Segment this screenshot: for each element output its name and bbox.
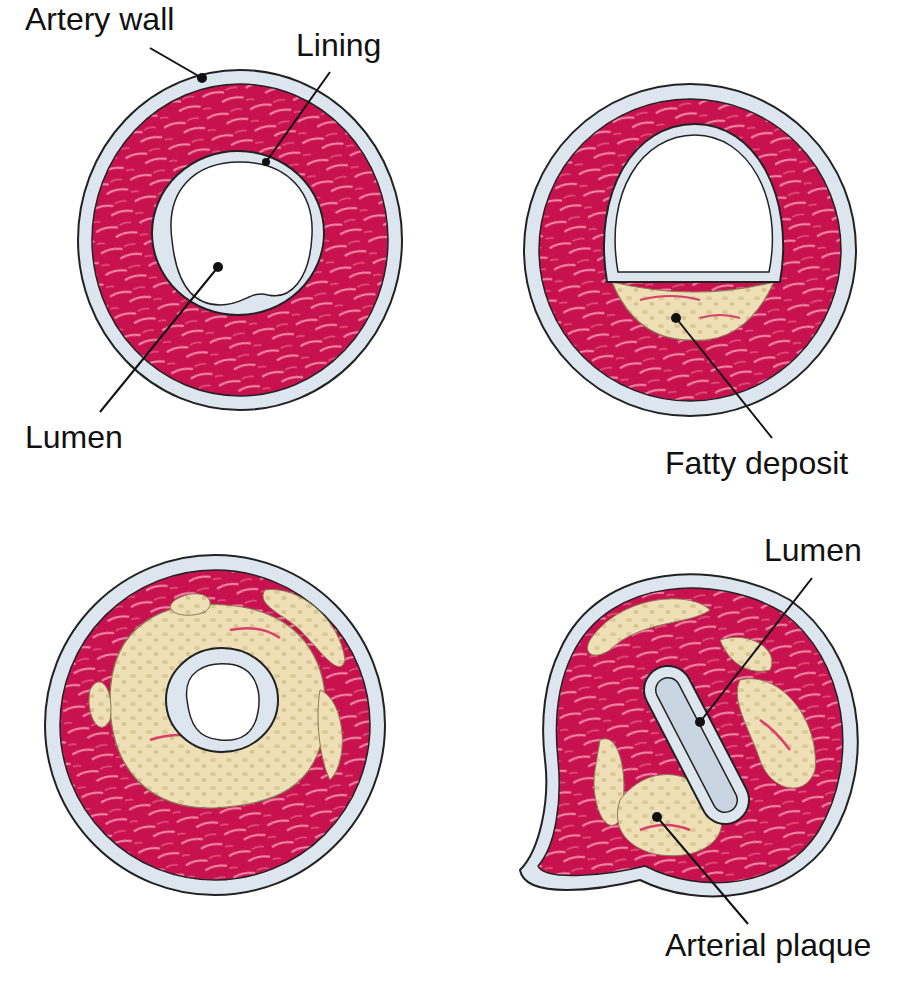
part-label: Fatty deposit: [665, 446, 848, 481]
part-label: Artery wall: [25, 2, 174, 37]
healthy-artery: [78, 48, 402, 412]
part-label: Lumen: [764, 533, 862, 568]
part-label: Arterial plaque: [665, 928, 871, 963]
part-label: Lumen: [25, 420, 123, 455]
part-label: Lining: [296, 28, 381, 63]
early-deposit-artery: [524, 84, 856, 438]
blocked-artery: [520, 574, 858, 924]
narrowed-artery: [45, 555, 385, 895]
